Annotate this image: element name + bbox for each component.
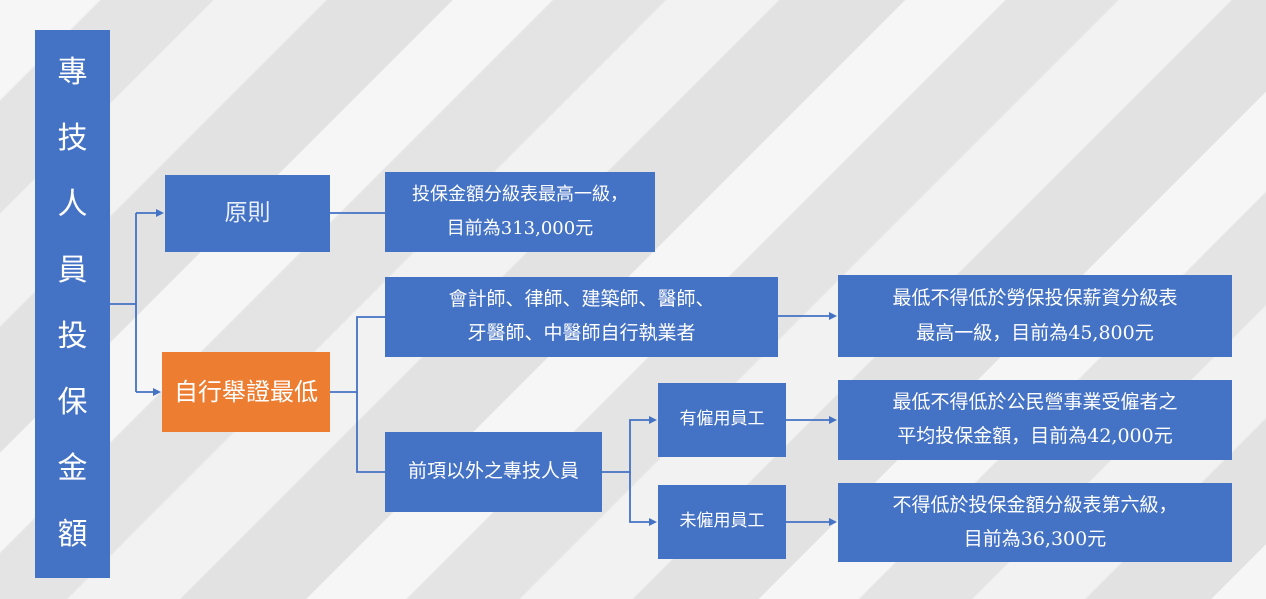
self-attest-label: 自行舉證最低 (174, 378, 318, 406)
no-employees-node: 未僱用員工 (658, 485, 786, 559)
connector-self-attest-to-practice (330, 316, 385, 393)
other-professional-label: 前項以外之專技人員 (407, 460, 579, 483)
has-employees-detail-line2: 平均投保金額，目前為42,000元 (897, 425, 1173, 448)
principle-label: 原則 (224, 200, 271, 227)
principle-detail-node: 投保金額分級表最高一級， 目前為313,000元 (385, 172, 655, 252)
other-professional-node: 前項以外之專技人員 (385, 432, 602, 512)
no-employees-detail-line1: 不得低於投保金額分級表第六級， (892, 493, 1178, 516)
self-attest-node: 自行舉證最低 (162, 352, 330, 432)
self-practice-line1: 會計師、律師、建築師、醫師、 (448, 287, 715, 310)
self-practice-detail-line1: 最低不得低於勞保投保薪資分級表 (892, 286, 1178, 309)
has-employees-label: 有僱用員工 (679, 409, 765, 430)
self-practice-detail-line2: 最高一級，目前為45,800元 (916, 321, 1154, 344)
no-employees-label: 未僱用員工 (679, 511, 765, 532)
has-employees-node: 有僱用員工 (658, 383, 786, 457)
self-practice-detail-node: 最低不得低於勞保投保薪資分級表 最高一級，目前為45,800元 (838, 275, 1232, 357)
self-practice-node: 會計師、律師、建築師、醫師、 牙醫師、中醫師自行執業者 (385, 277, 778, 357)
root-title-text: 專技人員投保金額 (57, 55, 88, 552)
has-employees-detail-line1: 最低不得低於公民營事業受僱者之 (892, 390, 1178, 413)
no-employees-detail-node: 不得低於投保金額分級表第六級， 目前為36,300元 (838, 483, 1232, 562)
principle-detail-line1: 投保金額分級表最高一級， (412, 183, 628, 205)
has-employees-detail-node: 最低不得低於公民營事業受僱者之 平均投保金額，目前為42,000元 (838, 380, 1232, 460)
principle-node: 原則 (165, 175, 330, 252)
principle-detail-line2: 目前為313,000元 (446, 217, 594, 239)
connector-self-attest-to-other (356, 392, 385, 473)
root-node: 專技人員投保金額 (35, 30, 110, 578)
self-practice-line2: 牙醫師、中醫師自行執業者 (467, 322, 696, 345)
connector-other-to-no-emp (629, 472, 657, 526)
no-employees-detail-line2: 目前為36,300元 (963, 527, 1107, 550)
connector-other-to-has-emp (602, 416, 657, 473)
